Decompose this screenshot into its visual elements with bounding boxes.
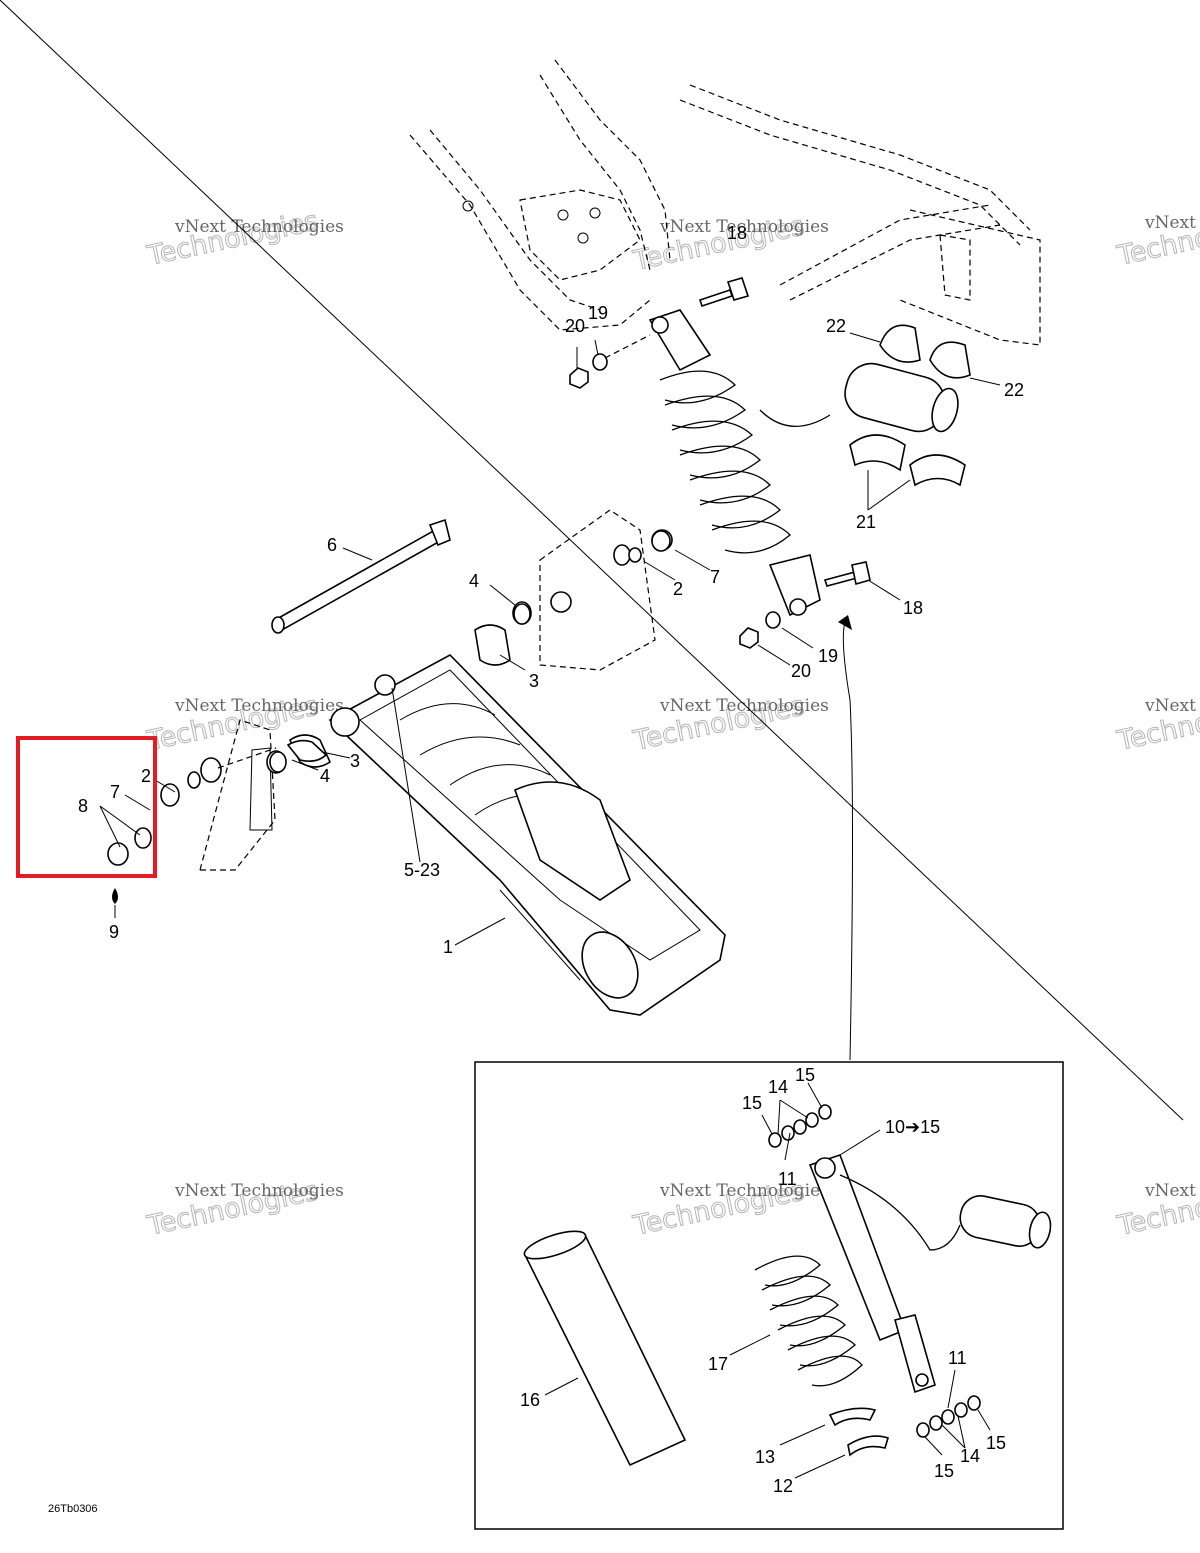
- lower-washer-19: [765, 611, 781, 629]
- detail-inset-box: [474, 1061, 1064, 1530]
- o-ring-4-left: [269, 751, 287, 773]
- watermark-7: Technologies vNext Technologies: [144, 1175, 344, 1243]
- watermark-3: Technologies vNext Technologies: [1114, 205, 1200, 273]
- watermark-8: Technologies vNext Technologies: [630, 1175, 829, 1243]
- watermark-6: Technologies vNext Technologies: [1114, 690, 1200, 758]
- shock-spring: [659, 370, 791, 554]
- bracket-right: [474, 509, 673, 671]
- inset-pointer: [842, 621, 853, 1061]
- callout-18-upper: 18: [727, 223, 747, 243]
- arrow-head: [838, 615, 852, 630]
- callout-4-left: 4: [320, 766, 330, 786]
- reservoir: [759, 362, 959, 433]
- callout-19-upper: 19: [588, 303, 608, 323]
- watermark-large-text: Technologies: [144, 205, 321, 272]
- callout-4-right: 4: [469, 571, 479, 591]
- diagram-code: 26Tb0306: [48, 1503, 98, 1515]
- watermark-2: Technologies vNext Technologies: [630, 210, 829, 278]
- inset-spring-17: [754, 1255, 863, 1387]
- watermark-small-text: vNext Technologies: [659, 696, 829, 716]
- callout-16: 16: [520, 1390, 540, 1410]
- watermark-small-text: vNext Technologies: [174, 696, 344, 716]
- callout-15-b: 15: [742, 1093, 762, 1113]
- callout-15-d: 15: [934, 1461, 954, 1481]
- watermark-small-text: vNext Technologies: [1144, 213, 1200, 233]
- upper-nut-20: [569, 367, 589, 389]
- callout-2-left: 2: [141, 766, 151, 786]
- upper-washer-19: [592, 353, 608, 371]
- leader-lines: [0, 0, 1184, 1479]
- bushing-8: [107, 827, 152, 866]
- callout-14-upper: 14: [768, 1077, 788, 1097]
- callout-19-lower: 19: [818, 646, 838, 666]
- callout-5-23: 5-23: [404, 860, 440, 880]
- shock-absorber: [648, 309, 971, 617]
- inset-seat-13: [828, 1407, 877, 1427]
- clamp-22: [879, 324, 971, 379]
- callout-15-a: 15: [795, 1065, 815, 1085]
- watermark-small-text: vNext Technologies: [1144, 1181, 1200, 1201]
- upper-bolt-18: [698, 277, 750, 308]
- callout-22-left: 22: [826, 316, 846, 336]
- callout-3-right: 3: [529, 671, 539, 691]
- callout-12: 12: [773, 1476, 793, 1496]
- callout-10-15: 10➔15: [885, 1117, 940, 1137]
- watermark-small-text: vNext Technologies: [174, 1181, 344, 1201]
- callout-11-upper: 11: [778, 1169, 797, 1189]
- grease-9: [112, 888, 118, 904]
- callout-13: 13: [755, 1447, 775, 1467]
- inset-retainer-12: [847, 1435, 889, 1457]
- callout-14-lower: 14: [960, 1446, 980, 1466]
- inset-bushings-upper: [768, 1104, 832, 1148]
- inset-shock-body: [808, 1153, 1052, 1394]
- bushing-3-left: [286, 739, 328, 762]
- washer-7-left: [160, 783, 180, 807]
- watermark-small-text: vNext Technologies: [659, 217, 829, 237]
- swing-arm: [328, 654, 726, 1016]
- callout-9: 9: [109, 922, 119, 942]
- inset-protector-16: [523, 1230, 687, 1467]
- o-ring-2-right: [628, 547, 642, 563]
- callout-15-c: 15: [986, 1433, 1006, 1453]
- washer-7-right: [651, 530, 671, 552]
- callout-17: 17: [708, 1354, 728, 1374]
- callout-21: 21: [856, 512, 876, 532]
- inset-bushings-lower: [916, 1395, 981, 1438]
- callout-1: 1: [443, 937, 453, 957]
- watermark-5: Technologies vNext Technologies: [630, 690, 829, 758]
- callout-7-right: 7: [710, 567, 720, 587]
- callout-2-right: 2: [673, 579, 683, 599]
- callout-18-lower: 18: [903, 598, 923, 618]
- axle-6: [271, 518, 451, 634]
- watermark-1: Technologies vNext Technologies: [144, 205, 344, 273]
- watermark-small-text: vNext Technologies: [1144, 696, 1200, 716]
- lower-bolt-18: [823, 561, 871, 587]
- o-ring-4-right: [513, 603, 531, 625]
- callout-7-left: 7: [110, 782, 120, 802]
- callout-3-left: 3: [350, 751, 360, 771]
- o-ring-2-left: [187, 771, 201, 789]
- watermark-small-text: vNext Technologies: [174, 217, 344, 237]
- lower-nut-20: [739, 627, 759, 649]
- callout-11-lower: 11: [948, 1348, 967, 1368]
- callout-20-upper: 20: [565, 316, 585, 336]
- watermark-9: Technologies vNext Technologies: [1114, 1175, 1200, 1243]
- callout-6: 6: [327, 535, 337, 555]
- callout-20-lower: 20: [791, 661, 811, 681]
- watermark-small-text: vNext Technologies: [659, 1181, 829, 1201]
- cushion-21: [849, 434, 966, 487]
- callout-8: 8: [78, 796, 88, 816]
- highlight-box: [16, 736, 157, 878]
- vehicle-frame: [409, 59, 1041, 346]
- callout-22-right: 22: [1004, 380, 1024, 400]
- callout-labels: 1 2 2 3 3 4 4 5-23 6 7 7 8 9 10➔15 11 11…: [78, 223, 1024, 1496]
